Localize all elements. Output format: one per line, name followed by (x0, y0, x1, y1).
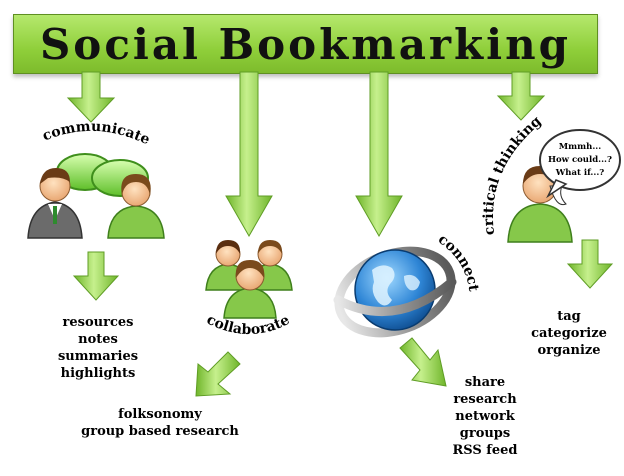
collaborate-items: folksonomy group based research (70, 406, 250, 440)
list-item: share (464, 375, 506, 390)
bubble-line-3: What if...? (555, 168, 605, 178)
list-item: organize (537, 343, 601, 358)
critical-thinking-illustration: Mmmh... How could...? What if...? (507, 129, 621, 243)
list-item: resources (62, 315, 134, 330)
arrow-critical-down (566, 239, 614, 289)
page-title: Social Bookmarking (39, 19, 572, 69)
list-item: network (455, 409, 515, 424)
arrow-to-connect (355, 71, 403, 238)
arrow-communicate-down (72, 251, 120, 301)
list-item: summaries (57, 349, 139, 364)
list-item: folksonomy (118, 407, 202, 422)
list-item: RSS feed (452, 443, 518, 458)
arrow-to-communicate (66, 71, 116, 123)
communicate-items: resources notes summaries highlights (48, 314, 148, 382)
critical-thinking-items: tag categorize organize (524, 308, 614, 359)
label-communicate: communicate (40, 119, 152, 149)
list-item: group based research (81, 424, 239, 439)
list-item: categorize (531, 326, 607, 341)
connect-items: share research network groups RSS feed (440, 374, 530, 459)
list-item: groups (459, 426, 511, 441)
list-item: highlights (60, 366, 136, 381)
arrow-connect-diag (399, 337, 447, 387)
title-banner: Social Bookmarking (13, 14, 598, 74)
list-item: tag (557, 309, 581, 324)
arrow-to-collaborate (225, 71, 273, 238)
bubble-line-2: How could...? (548, 155, 612, 165)
globe-icon (333, 246, 457, 338)
arrow-collaborate-diag (195, 351, 241, 397)
communicate-illustration (27, 153, 165, 239)
arrow-to-critical-thinking (496, 71, 546, 121)
bubble-line-1: Mmmh... (559, 142, 601, 152)
list-item: notes (78, 332, 118, 347)
list-item: research (453, 392, 517, 407)
collaborate-illustration (205, 240, 293, 319)
